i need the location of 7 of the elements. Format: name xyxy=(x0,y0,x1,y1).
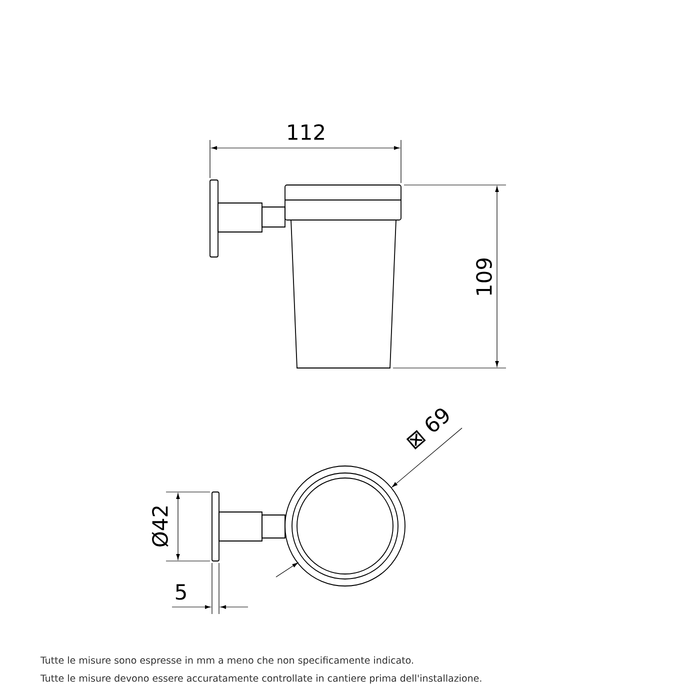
dimension-label: 112 xyxy=(288,124,324,140)
dimension-label: ⊠ 69 xyxy=(406,408,449,450)
dimension-label: Ø42 xyxy=(152,506,168,547)
dimension-label: 109 xyxy=(476,258,492,295)
note-text: Tutte le misure devono essere accuratamente controllate in cantiere prima dell'installazione. xyxy=(40,674,482,684)
note-text: Tutte le misure sono espresse in mm a meno che non specificamente indicato. xyxy=(40,656,413,666)
dimension-label: 5 xyxy=(176,584,186,600)
